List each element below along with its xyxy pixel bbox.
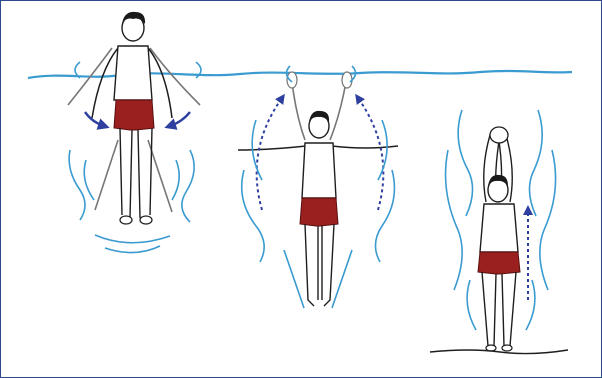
- curved-arrow-icon: [170, 112, 190, 126]
- curved-arrow-icon: [257, 98, 282, 210]
- figure-3-swimmer: [478, 127, 520, 351]
- water-surface: [28, 71, 572, 78]
- figure-1-swimmer: [68, 12, 200, 224]
- pool-floor: [430, 350, 568, 354]
- curved-arrow-icon: [85, 112, 104, 126]
- curved-arrow-icon: [358, 98, 383, 210]
- figure-2-swimmer: [238, 72, 398, 306]
